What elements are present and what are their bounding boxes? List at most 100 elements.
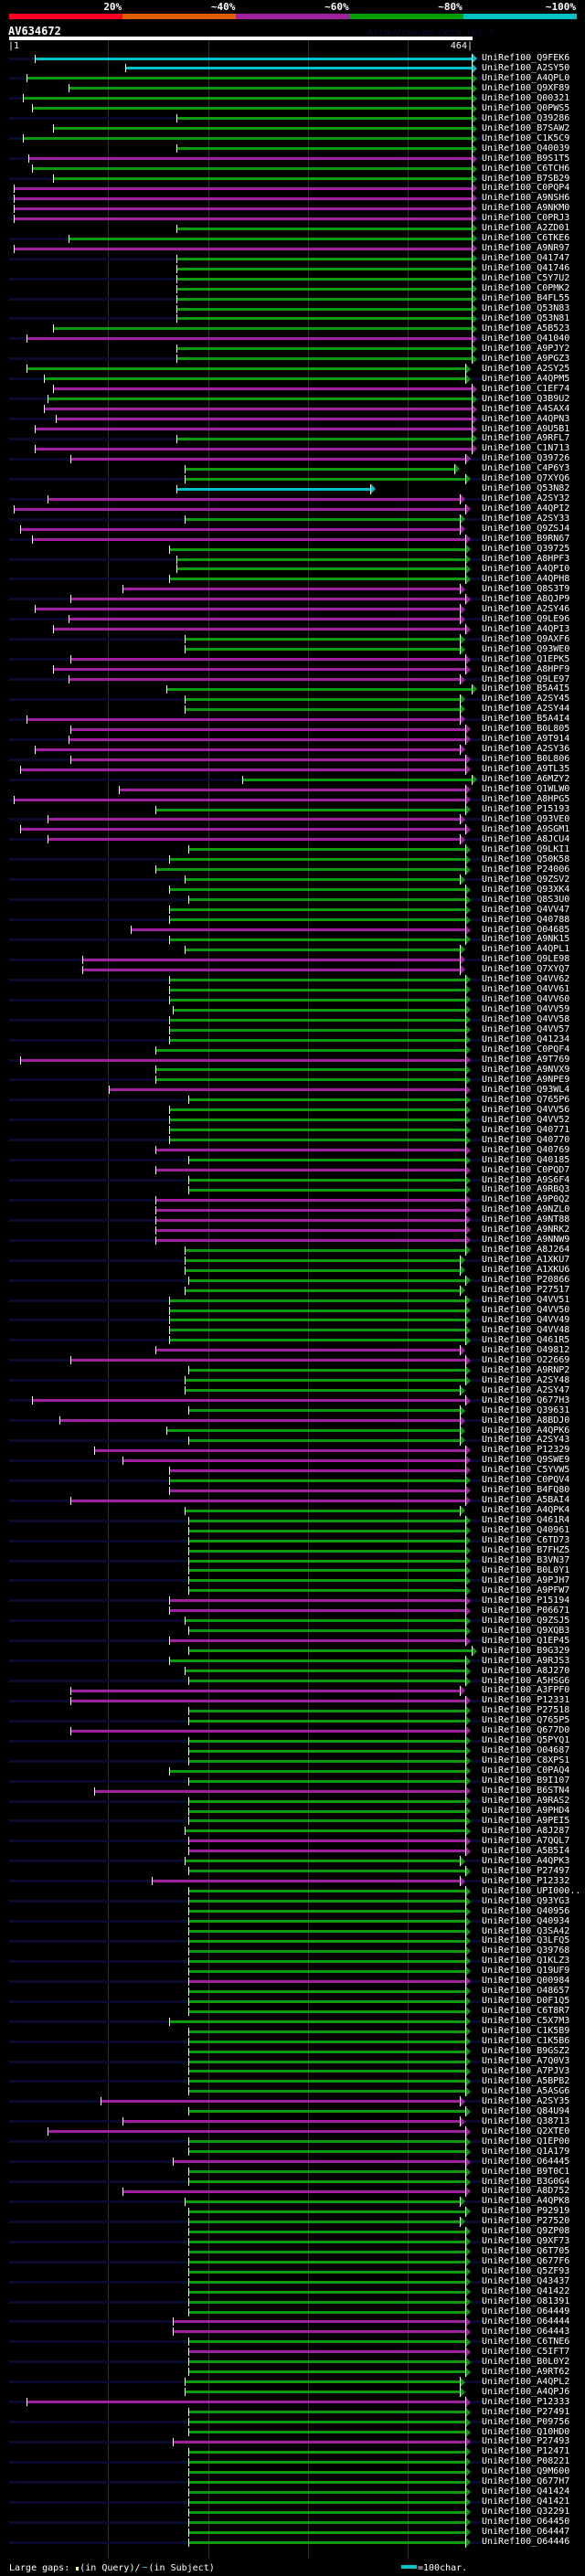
alignment-bar[interactable]: [187, 898, 465, 902]
alignment-bar[interactable]: [185, 878, 461, 882]
hit-label[interactable]: UniRef100_Q9XF89: [482, 82, 570, 93]
hit-label[interactable]: UniRef100_C1K5B6: [482, 2036, 570, 2047]
alignment-bar[interactable]: [32, 537, 465, 541]
alignment-bar[interactable]: [152, 1880, 461, 1883]
alignment-bar[interactable]: [187, 2340, 465, 2344]
alignment-bar[interactable]: [187, 2240, 465, 2243]
hit-label[interactable]: UniRef100_A8D752: [482, 2186, 570, 2197]
hit-label[interactable]: UniRef100_Q41234: [482, 1034, 570, 1045]
hit-label[interactable]: UniRef100_B9I107: [482, 1776, 570, 1786]
hit-label[interactable]: UniRef100_C8XPS1: [482, 1755, 570, 1766]
alignment-bar[interactable]: [185, 467, 454, 471]
alignment-bar[interactable]: [187, 2470, 465, 2474]
alignment-bar[interactable]: [185, 1670, 465, 1673]
hit-label[interactable]: UniRef100_A2SY45: [482, 694, 570, 705]
hit-label[interactable]: UniRef100_A7QQL7: [482, 1835, 570, 1846]
alignment-bar[interactable]: [176, 117, 473, 121]
hit-label[interactable]: UniRef100_A4QPL1: [482, 944, 570, 955]
alignment-bar[interactable]: [187, 1680, 465, 1683]
hit-label[interactable]: UniRef100_Q9ZP08: [482, 2226, 570, 2237]
hit-label[interactable]: UniRef100_Q93WL4: [482, 1084, 570, 1095]
hit-label[interactable]: UniRef100_A9NPE9: [482, 1074, 570, 1085]
hit-label[interactable]: UniRef100_C0PQP4: [482, 183, 570, 194]
hit-label[interactable]: UniRef100_P20866: [482, 1275, 570, 1286]
hit-label[interactable]: UniRef100_Q7XYQ7: [482, 964, 570, 975]
hit-label[interactable]: UniRef100_A9RJS3: [482, 1655, 570, 1666]
alignment-bar[interactable]: [176, 357, 473, 361]
hit-label[interactable]: UniRef100_Q8S3U0: [482, 894, 570, 905]
hit-label[interactable]: UniRef100_Q9XF73: [482, 2236, 570, 2247]
alignment-bar[interactable]: [187, 1369, 465, 1373]
alignment-bar[interactable]: [122, 1458, 465, 1462]
alignment-bar[interactable]: [187, 2421, 465, 2424]
alignment-bar[interactable]: [187, 2260, 465, 2263]
hit-label[interactable]: UniRef100_Q93YG3: [482, 1895, 570, 1906]
alignment-bar[interactable]: [173, 2440, 465, 2443]
hit-label[interactable]: UniRef100_Q4VV51: [482, 1295, 570, 1306]
alignment-bar[interactable]: [187, 1839, 465, 1843]
hit-label[interactable]: UniRef100_B5A4I5: [482, 684, 570, 694]
hit-label[interactable]: UniRef100_Q4VV59: [482, 1004, 570, 1015]
alignment-bar[interactable]: [81, 958, 461, 961]
alignment-bar[interactable]: [14, 217, 473, 220]
alignment-bar[interactable]: [187, 1589, 465, 1593]
hit-label[interactable]: UniRef100_Q41746: [482, 263, 570, 274]
hit-label[interactable]: UniRef100_Q40956: [482, 1905, 570, 1916]
alignment-bar[interactable]: [168, 1489, 465, 1492]
alignment-bar[interactable]: [109, 1088, 465, 1092]
hit-label[interactable]: UniRef100_A4QPI2: [482, 504, 570, 514]
alignment-bar[interactable]: [187, 2009, 465, 2013]
alignment-bar[interactable]: [47, 838, 461, 842]
hit-label[interactable]: UniRef100_A9U5B1: [482, 423, 570, 434]
hit-label[interactable]: UniRef100_P27493: [482, 2436, 570, 2447]
hit-label[interactable]: UniRef100_B3G0G4: [482, 2176, 570, 2187]
alignment-bar[interactable]: [241, 778, 473, 781]
alignment-bar[interactable]: [168, 1038, 465, 1042]
hit-label[interactable]: UniRef100_Q41421: [482, 2496, 570, 2507]
hit-label[interactable]: UniRef100_A4QPL0: [482, 72, 570, 83]
hit-label[interactable]: UniRef100_B3VN37: [482, 1555, 570, 1565]
hit-label[interactable]: UniRef100_B9GSZ2: [482, 2046, 570, 2057]
alignment-bar[interactable]: [23, 97, 473, 101]
alignment-bar[interactable]: [35, 428, 473, 431]
alignment-bar[interactable]: [187, 1569, 465, 1573]
alignment-bar[interactable]: [187, 2310, 465, 2314]
alignment-bar[interactable]: [68, 737, 465, 741]
hit-label[interactable]: UniRef100_B9RN67: [482, 534, 570, 545]
hit-label[interactable]: UniRef100_A4QPK6: [482, 1425, 570, 1436]
hit-label[interactable]: UniRef100_Q4VV62: [482, 974, 570, 985]
hit-label[interactable]: UniRef100_A9T914: [482, 734, 570, 745]
alignment-bar[interactable]: [168, 1659, 465, 1663]
hit-label[interactable]: UniRef100_O64443: [482, 2326, 570, 2337]
hit-label[interactable]: UniRef100_O04685: [482, 924, 570, 935]
alignment-bar[interactable]: [185, 1860, 461, 1863]
alignment-bar[interactable]: [14, 798, 465, 801]
hit-label[interactable]: UniRef100_A5B523: [482, 323, 570, 334]
hit-label[interactable]: UniRef100_Q4VV56: [482, 1104, 570, 1115]
hit-label[interactable]: UniRef100_A9P0Q2: [482, 1194, 570, 1205]
alignment-bar[interactable]: [187, 1709, 465, 1712]
hit-label[interactable]: UniRef100_A4QPI0: [482, 563, 570, 574]
hit-label[interactable]: UniRef100_Q50K58: [482, 853, 570, 864]
hit-label[interactable]: UniRef100_A9T769: [482, 1055, 570, 1065]
alignment-bar[interactable]: [185, 948, 461, 951]
alignment-bar[interactable]: [187, 2540, 465, 2544]
hit-label[interactable]: UniRef100_B0L806: [482, 754, 570, 765]
hit-label[interactable]: UniRef100_Q3B9U2: [482, 393, 570, 404]
hit-label[interactable]: UniRef100_A9S6F4: [482, 1174, 570, 1185]
hit-label[interactable]: UniRef100_B0L805: [482, 724, 570, 735]
alignment-bar[interactable]: [176, 307, 473, 311]
alignment-bar[interactable]: [32, 1399, 465, 1403]
alignment-bar[interactable]: [154, 1208, 465, 1212]
alignment-bar[interactable]: [187, 1999, 465, 2003]
hit-label[interactable]: UniRef100_A4QPK8: [482, 2196, 570, 2207]
alignment-bar[interactable]: [69, 758, 465, 761]
alignment-bar[interactable]: [185, 1379, 465, 1383]
hit-label[interactable]: UniRef100_O64446: [482, 2537, 570, 2548]
alignment-bar[interactable]: [187, 1949, 465, 1953]
alignment-bar[interactable]: [187, 2360, 465, 2364]
hit-label[interactable]: UniRef100_Q40039: [482, 143, 570, 154]
hit-label[interactable]: UniRef100_Q677H7: [482, 2476, 570, 2487]
alignment-bar[interactable]: [176, 267, 473, 270]
hit-label[interactable]: UniRef100_A9NT88: [482, 1214, 570, 1225]
